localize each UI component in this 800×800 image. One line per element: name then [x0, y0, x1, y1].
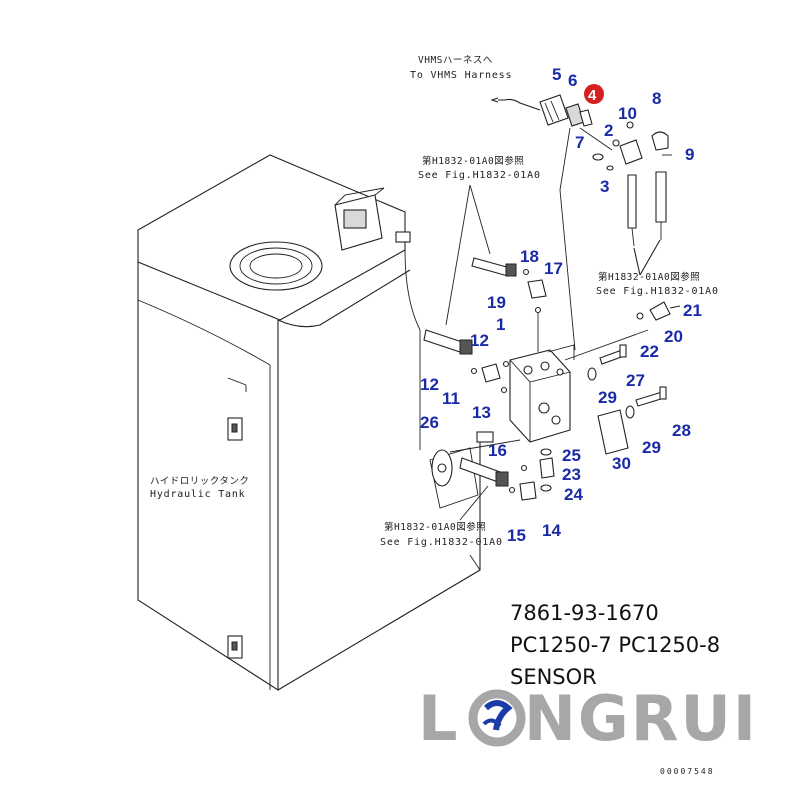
- vhms-label-en: To VHMS Harness: [410, 70, 512, 81]
- callout-17: 17: [544, 259, 563, 278]
- product-info: 7861-93-1670 PC1250-7 PC1250-8 SENSOR: [510, 601, 720, 689]
- callout-25: 25: [562, 446, 581, 465]
- callout-12-left: 12: [420, 375, 439, 394]
- part-number: 7861-93-1670: [510, 601, 659, 625]
- callout-24: 24: [564, 485, 583, 504]
- callout-28: 28: [672, 421, 691, 440]
- callout-13: 13: [472, 403, 491, 422]
- callout-29-top: 29: [598, 388, 617, 407]
- see-fig-right-en: See Fig.H1832-01A0: [596, 286, 719, 297]
- callout-8: 8: [652, 89, 661, 108]
- hydraulic-tank: [137, 154, 481, 692]
- tank-label-en: Hydraulic Tank: [150, 489, 246, 500]
- callout-16: 16: [488, 441, 507, 460]
- see-fig-top-jp: 第H1832-01A0図参照: [422, 155, 524, 167]
- callout-20: 20: [664, 327, 683, 346]
- callout-2: 2: [604, 121, 613, 140]
- reference-hoses: [423, 184, 517, 521]
- product-name: SENSOR: [510, 665, 597, 689]
- logo-letter-l: L: [418, 682, 460, 755]
- sensor-assembly: [490, 94, 672, 351]
- callout-6: 6: [568, 71, 577, 90]
- callout-7: 7: [575, 133, 584, 152]
- see-fig-right-jp: 第H1832-01A0図参照: [598, 271, 700, 283]
- callout-4: 4: [588, 87, 597, 104]
- callout-22: 22: [640, 342, 659, 361]
- callout-10: 10: [618, 104, 637, 123]
- callout-15: 15: [507, 526, 526, 545]
- document-number: 00007548: [660, 767, 715, 776]
- callout-12-top: 12: [470, 331, 489, 350]
- callout-18: 18: [520, 247, 539, 266]
- tank-label-jp: ハイドロリックタンク: [150, 476, 249, 487]
- callout-3: 3: [600, 177, 609, 196]
- longrui-logo: L NGRUI: [418, 682, 758, 755]
- callout-23: 23: [562, 465, 581, 484]
- callout-26: 26: [420, 413, 439, 432]
- callout-1: 1: [496, 315, 505, 334]
- callout-27: 27: [626, 371, 645, 390]
- callout-30: 30: [612, 454, 631, 473]
- callout-21: 21: [683, 301, 702, 320]
- see-fig-top-en: See Fig.H1832-01A0: [418, 170, 541, 181]
- valve-block: [431, 268, 681, 501]
- callout-9: 9: [685, 145, 694, 164]
- callouts: 5 6 4 10 8 2 7 9 3 18 17 19 21 1 20 12 2…: [420, 65, 702, 545]
- callout-11: 11: [442, 389, 460, 408]
- callout-19: 19: [487, 293, 506, 312]
- see-fig-bottom-jp: 第H1832-01A0図参照: [384, 521, 486, 533]
- callout-14: 14: [542, 521, 561, 540]
- callout-29-bottom: 29: [642, 438, 661, 457]
- reference-labels: VHMSハーネスへ To VHMS Harness 第H1832-01A0図参照…: [150, 55, 719, 548]
- see-fig-bottom-en: See Fig.H1832-01A0: [380, 537, 503, 548]
- vhms-label-jp: VHMSハーネスへ: [418, 55, 493, 66]
- callout-5: 5: [552, 65, 561, 84]
- callout-4-highlight: [584, 84, 604, 104]
- model-list: PC1250-7 PC1250-8: [510, 633, 720, 657]
- logo-swirl-icon: [468, 689, 526, 747]
- logo-text-ngrui: NGRUI: [524, 682, 758, 755]
